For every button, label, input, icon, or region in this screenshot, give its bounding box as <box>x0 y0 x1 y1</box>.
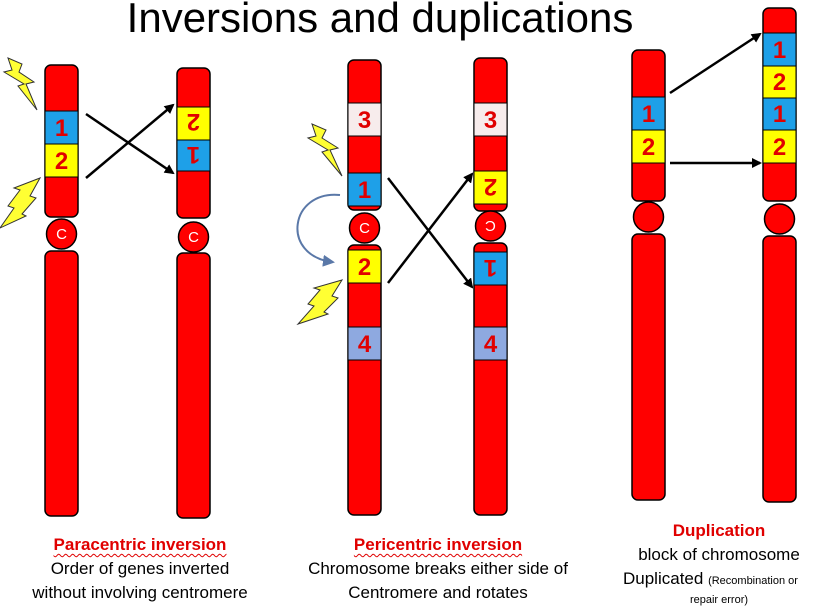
centromere <box>632 201 665 233</box>
gene-block-4 <box>473 326 508 361</box>
gene-block-1-duplicate <box>762 97 797 131</box>
duplication-note-a: (Recombination or <box>708 575 798 587</box>
gene-label-1: 1 <box>642 101 655 128</box>
gene-block-2 <box>44 143 79 178</box>
pericentric-panel: 3 1 C 2 4 3 2 C 1 4 <box>296 57 508 516</box>
paracentric-caption: Paracentric inversion Order of genes inv… <box>0 533 280 605</box>
pericentric-caption: Pericentric inversion Chromosome breaks … <box>285 533 591 605</box>
gene-label-3: 3 <box>358 107 371 134</box>
duplication-panel: 1 2 1 2 1 2 <box>631 7 797 503</box>
gene-label-1: 1 <box>358 177 371 204</box>
chromosome-arm <box>631 233 666 501</box>
gene-block-1-inverted <box>176 139 211 172</box>
centromere <box>474 210 507 242</box>
inversion-arrow <box>387 177 474 289</box>
gene-label-2: 2 <box>773 69 786 96</box>
gene-block-3 <box>347 102 382 137</box>
paracentric-panel: 1 2 C 2 1 C <box>0 57 211 519</box>
gene-block-1 <box>347 172 382 207</box>
gene-block-2 <box>347 249 382 284</box>
gene-block-1-inverted <box>473 251 508 286</box>
paracentric-heading: Paracentric inversion <box>53 535 227 554</box>
paracentric-line-1: Order of genes inverted <box>50 559 230 578</box>
gene-label-3: 3 <box>484 107 497 134</box>
chromosome-arm <box>473 242 508 516</box>
duplication-arrow <box>669 32 762 95</box>
gene-label-4: 4 <box>484 331 498 358</box>
duplication-heading: Duplication <box>672 521 766 540</box>
gene-block-1 <box>762 32 797 67</box>
gene-block-4 <box>347 326 382 361</box>
gene-label-1-duplicate: 1 <box>773 101 786 128</box>
gene-label-1: 1 <box>55 115 68 142</box>
gene-block-1 <box>631 96 666 131</box>
gene-label-1: 1 <box>773 37 786 64</box>
gene-block-2 <box>762 65 797 99</box>
lightning-bolt-icon <box>0 177 42 229</box>
duplication-line-2: Duplicated <box>623 569 704 588</box>
inversion-arrow <box>85 103 175 179</box>
duplication-line-1: block of chromosome <box>638 545 800 564</box>
gene-label-4: 4 <box>358 331 372 358</box>
duplication-caption: Duplication block of chromosome Duplicat… <box>615 519 823 607</box>
centromere-label: C <box>188 229 199 246</box>
gene-label-1-inverted: 1 <box>484 254 497 281</box>
gene-label-2: 2 <box>642 134 655 161</box>
pericentric-heading: Pericentric inversion <box>353 535 523 554</box>
centromere-label-inverted: C <box>485 217 496 234</box>
pericentric-line-1: Chromosome breaks either side of <box>308 559 568 578</box>
centromere <box>45 218 78 250</box>
lightning-bolt-icon <box>306 123 343 177</box>
lightning-bolt-icon <box>2 57 38 111</box>
chromosome-arm <box>176 252 211 519</box>
centromere <box>348 212 381 244</box>
centromere-label: C <box>359 220 370 237</box>
chromosome-arm <box>762 235 797 503</box>
chromosome-arm <box>347 244 382 516</box>
gene-block-2-inverted <box>473 170 508 205</box>
centromere <box>763 203 796 235</box>
inversion-arrow <box>85 112 175 175</box>
gene-label-2-duplicate: 2 <box>773 134 786 161</box>
gene-label-2: 2 <box>55 148 68 175</box>
centromere-label: C <box>56 226 67 243</box>
lightning-bolt-icon <box>296 279 344 326</box>
pericentric-line-2: Centromere and rotates <box>348 583 528 602</box>
gene-label-2-inverted: 2 <box>484 173 497 200</box>
gene-label-2-inverted: 2 <box>187 108 200 135</box>
duplication-note-b: repair error) <box>689 594 749 606</box>
gene-block-2-duplicate <box>762 129 797 164</box>
gene-block-2 <box>631 129 666 164</box>
centromere <box>177 221 210 253</box>
paracentric-line-2: without involving centromere <box>32 583 248 602</box>
page-title: Inversions and duplications <box>126 0 634 41</box>
gene-label-1-inverted: 1 <box>187 141 200 168</box>
gene-block-3 <box>473 102 508 137</box>
inversion-arrow <box>387 172 474 284</box>
gene-label-2: 2 <box>358 254 371 281</box>
rotation-arrow-icon <box>296 193 341 267</box>
chromosome-arm <box>44 250 79 517</box>
